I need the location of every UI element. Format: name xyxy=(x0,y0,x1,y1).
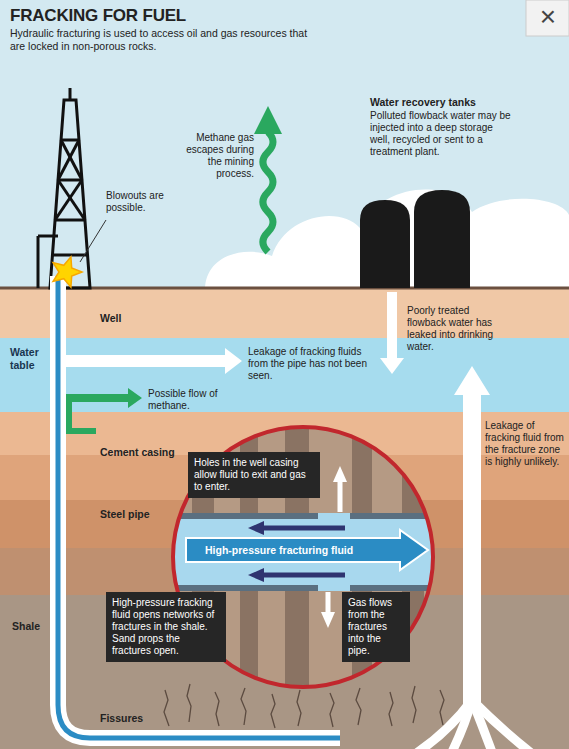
note: Leakage of fracking fluid from the fract… xyxy=(485,420,565,468)
arrow-label: High-pressure fracturing fluid xyxy=(205,544,395,557)
part-label: Well xyxy=(100,312,160,325)
close-symbol: × xyxy=(534,0,562,34)
part-label: Cement casing xyxy=(100,446,180,459)
part-label: Shale xyxy=(12,620,48,633)
note: Leakage of fracking fluids from the pipe… xyxy=(248,346,374,382)
callout-box: Holes in the well casing allow fluid to … xyxy=(188,452,320,498)
heading: Water recovery tanks xyxy=(370,96,550,109)
callout-box: High-pressure fracking fluid opens netwo… xyxy=(106,592,226,662)
callout-text: Holes in the well casing allow fluid to … xyxy=(194,457,314,493)
callout-box: Gas flows from the fractures into the pi… xyxy=(342,592,410,662)
callout-text: High-pressure fracking fluid opens netwo… xyxy=(112,597,220,657)
part-label: Steel pipe xyxy=(100,508,170,521)
part-label: Water table xyxy=(10,346,50,371)
caption: Hydraulic fracturing is used to access o… xyxy=(10,27,310,52)
note: Possible flow of methane. xyxy=(148,388,230,412)
note: Blowouts are possible. xyxy=(106,190,170,214)
note: Polluted flowback water may be injected … xyxy=(370,110,515,158)
callout-text: Gas flows from the fractures into the pi… xyxy=(348,597,404,657)
title: FRACKING FOR FUEL xyxy=(10,6,186,26)
note: Poorly treated flowback water has leaked… xyxy=(407,305,503,353)
note: Methane gas escapes during the mining pr… xyxy=(178,132,254,180)
part-label: Fissures xyxy=(100,712,156,725)
